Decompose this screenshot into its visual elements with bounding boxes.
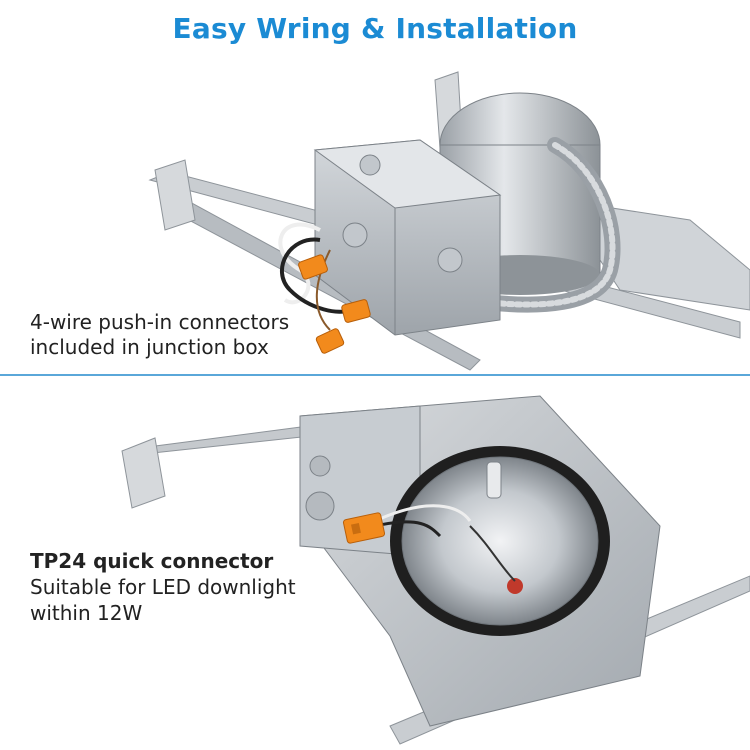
socket-bracket	[486, 461, 502, 499]
white-wire	[374, 504, 472, 523]
tp24-caption: TP24 quick connector Suitable for LED do…	[30, 548, 296, 626]
hanger-bracket-left	[121, 437, 166, 509]
junction-box-drawing	[148, 71, 750, 371]
push-in-connector	[298, 254, 371, 354]
page-title: Easy Wring & Installation	[172, 12, 578, 45]
housing-illustration	[0, 376, 750, 750]
caption-line: included in junction box	[30, 335, 269, 359]
caption-heading: TP24 quick connector	[30, 549, 274, 573]
knockout	[359, 154, 381, 176]
black-wire	[279, 237, 351, 314]
caption-line: Suitable for LED downlight	[30, 575, 296, 599]
housing-drawing	[121, 395, 750, 745]
knockout	[309, 455, 331, 477]
knockout	[437, 247, 463, 273]
copper-wire	[315, 249, 331, 331]
junction-box-illustration	[0, 60, 750, 374]
reflector	[401, 456, 599, 626]
caption-line: within 12W	[30, 601, 143, 625]
black-wire	[374, 520, 442, 538]
section-divider	[0, 374, 750, 376]
lamp-socket	[507, 578, 523, 594]
knockout	[305, 491, 335, 521]
tp24-connector	[342, 512, 386, 544]
caption-line: 4-wire push-in connectors	[30, 310, 290, 334]
knockout	[342, 222, 368, 248]
connectors-caption: 4-wire push-in connectors included in ju…	[30, 310, 289, 360]
hanger-bracket-left	[154, 159, 196, 231]
